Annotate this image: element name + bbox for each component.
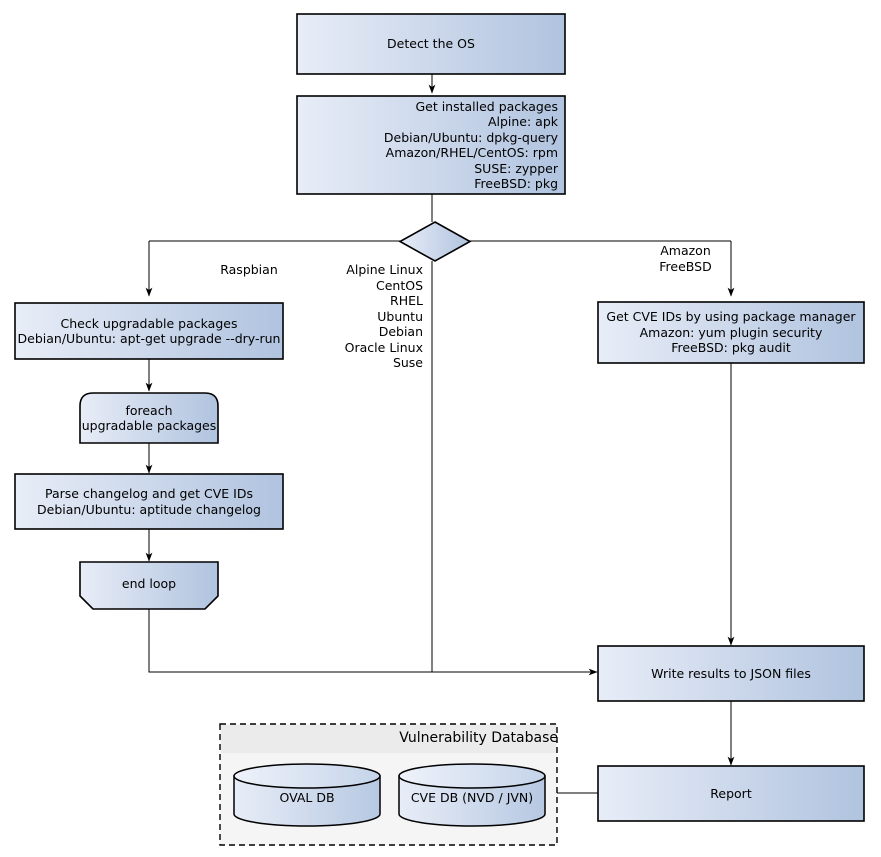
node-report bbox=[597, 765, 865, 822]
node-parse-changelog bbox=[14, 473, 284, 530]
node-os-decision bbox=[398, 221, 472, 262]
node-get-installed-packages bbox=[296, 95, 566, 195]
node-oval-db bbox=[233, 763, 381, 827]
node-write-results bbox=[597, 645, 865, 702]
edge-endloop-to-write bbox=[148, 609, 598, 676]
node-foreach-loop bbox=[79, 392, 219, 444]
node-check-upgradable bbox=[14, 302, 284, 360]
node-cve-db bbox=[398, 763, 546, 827]
node-end-loop bbox=[79, 561, 219, 610]
node-detect-os bbox=[296, 13, 566, 75]
node-get-cve-ids bbox=[597, 301, 865, 364]
